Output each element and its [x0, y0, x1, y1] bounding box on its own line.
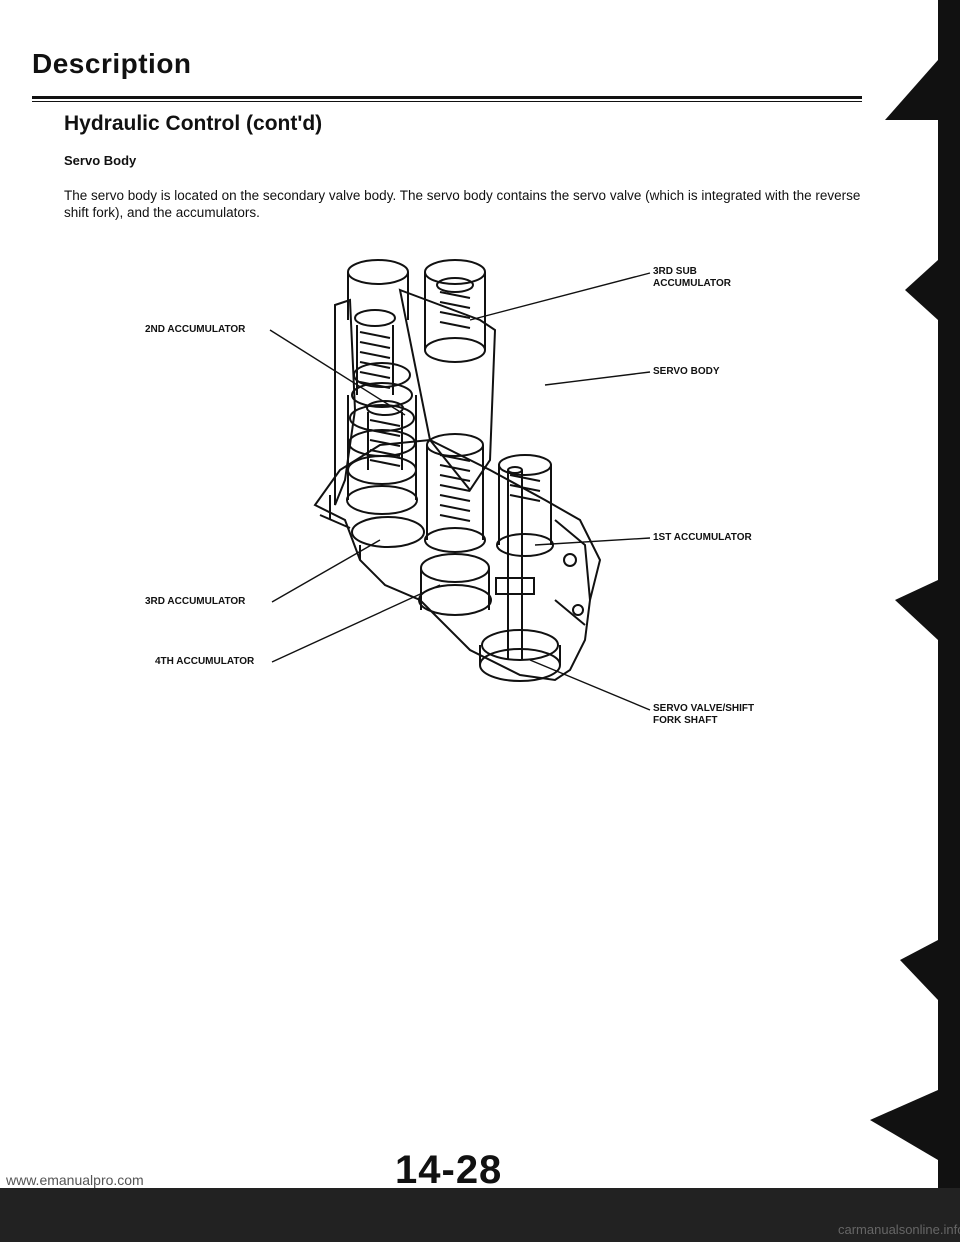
label-1st-accumulator: 1ST ACCUMULATOR — [653, 532, 752, 543]
label-3rd-accumulator: 3RD ACCUMULATOR — [145, 596, 246, 607]
watermark-left: www.emanualpro.com — [6, 1172, 144, 1188]
body-paragraph: The servo body is located on the seconda… — [64, 188, 861, 220]
subsection-heading: Servo Body — [64, 153, 137, 168]
label-2nd-accumulator: 2ND ACCUMULATOR — [145, 324, 246, 335]
label-servo-valve-line1: SERVO VALVE/SHIFT — [653, 703, 755, 714]
page-title: Description — [32, 48, 192, 79]
watermark-right: carmanualsonline.info — [838, 1222, 960, 1237]
label-servo-body: SERVO BODY — [653, 366, 720, 377]
title-rule — [32, 96, 862, 99]
label-servo-valve-line2: FORK SHAFT — [653, 715, 718, 726]
page-number: 14-28 — [395, 1148, 503, 1192]
label-4th-accumulator: 4TH ACCUMULATOR — [155, 656, 255, 667]
section-heading: Hydraulic Control (cont'd) — [64, 112, 323, 135]
bottom-dark-band — [0, 1188, 960, 1242]
label-3rd-sub-accumulator-line1: 3RD SUB — [653, 266, 697, 277]
title-rule-thin — [32, 101, 862, 102]
label-3rd-sub-accumulator-line2: ACCUMULATOR — [653, 278, 731, 289]
right-binding-bar — [938, 0, 960, 1242]
